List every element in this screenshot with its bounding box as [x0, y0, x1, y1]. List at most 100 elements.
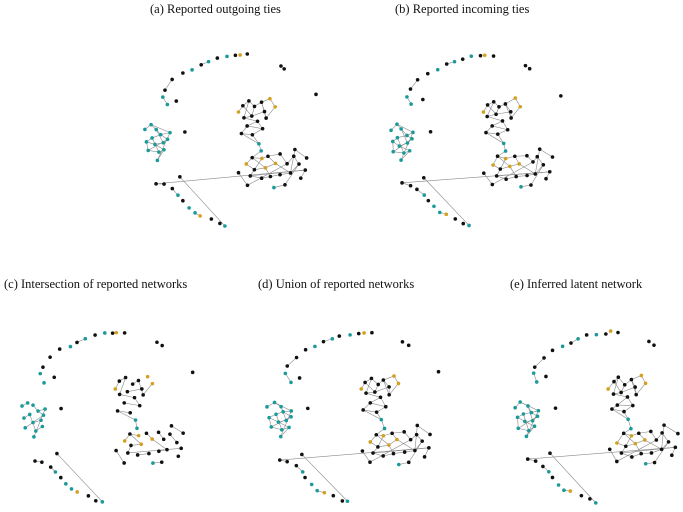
- panel-e-node: [662, 423, 666, 427]
- panel-e-node: [619, 391, 623, 395]
- panel-c-edge: [116, 451, 124, 463]
- panel-a-node: [225, 55, 229, 59]
- panel-b-node: [391, 150, 395, 154]
- panel-e-node: [640, 374, 644, 378]
- panel-d-node: [437, 370, 441, 374]
- panel-d-node: [278, 458, 282, 462]
- panel-e-node: [623, 383, 627, 387]
- panel-e-node: [576, 337, 580, 341]
- panel-a-node: [259, 149, 263, 153]
- panel-c-node: [116, 409, 120, 413]
- panel-b-node: [445, 62, 449, 66]
- panel-e-node: [630, 434, 634, 438]
- panel-e-node: [652, 343, 656, 347]
- panel-e-node: [561, 345, 565, 349]
- panel-b-node: [499, 167, 503, 171]
- panel-c-node: [75, 490, 79, 494]
- panel-b-node: [538, 147, 542, 151]
- panel-b-edge: [424, 178, 469, 226]
- panel-c-node: [140, 387, 144, 391]
- panel-a-node: [181, 71, 185, 75]
- panel-a-node: [156, 159, 160, 163]
- panel-b-node: [453, 60, 457, 64]
- panel-d-node: [280, 428, 284, 432]
- panel-b-node: [517, 162, 521, 166]
- panel-b-node: [422, 193, 426, 197]
- panel-a-node: [305, 156, 309, 160]
- panel-e-node: [513, 406, 517, 410]
- panel-d-node: [348, 333, 352, 337]
- panel-b-edge: [531, 165, 543, 185]
- panel-c-node: [32, 435, 36, 439]
- panel-c-node: [145, 431, 149, 435]
- panel-c-node: [122, 401, 126, 405]
- panel-d-node: [284, 372, 288, 376]
- panel-d-node: [395, 438, 399, 442]
- panel-c-node: [118, 379, 122, 383]
- panel-d-node: [303, 476, 307, 480]
- panel-e-node: [620, 451, 624, 455]
- panel-b-node: [479, 54, 483, 58]
- panel-c-node: [139, 442, 143, 446]
- panel-d-node: [387, 443, 391, 447]
- panel-b-node: [525, 174, 529, 178]
- panel-d-node: [277, 420, 281, 424]
- panel-c-node: [26, 401, 30, 405]
- panel-d-node: [428, 433, 432, 437]
- panel-a-edge: [244, 118, 258, 122]
- panel-d-node: [281, 410, 285, 414]
- panel-e-edge: [610, 449, 617, 461]
- panel-e-edge: [664, 425, 678, 433]
- panel-d-node: [362, 331, 366, 335]
- panel-c-node: [175, 441, 179, 445]
- panel-a-node: [261, 127, 265, 131]
- panel-c-node: [93, 333, 97, 337]
- panel-d-node: [300, 453, 304, 457]
- panel-b-node: [529, 183, 533, 187]
- panel-a-edge: [268, 154, 280, 156]
- panel-a-node: [278, 152, 282, 156]
- panel-e-edge: [639, 431, 651, 433]
- panel-a-node: [145, 140, 149, 144]
- panel-e-node: [622, 432, 626, 436]
- panel-c-node: [39, 418, 43, 422]
- panel-e-node: [595, 333, 599, 337]
- panel-d-node: [331, 494, 335, 498]
- panel-c-node: [114, 449, 118, 453]
- panel-a-node: [257, 142, 261, 146]
- panel-c-node: [20, 404, 24, 408]
- panel-a-node: [150, 136, 154, 140]
- panel-a-node: [279, 64, 283, 68]
- panel-c-node: [124, 376, 128, 380]
- panel-c-node: [49, 465, 53, 469]
- panel-a-node: [253, 168, 257, 172]
- panel-d-node: [301, 470, 305, 474]
- panel-e-node: [531, 419, 535, 423]
- panel-a-node: [237, 171, 241, 175]
- panel-c-edge: [128, 448, 181, 453]
- panel-a-node: [223, 224, 227, 228]
- panel-e-edge: [613, 394, 627, 397]
- panel-a-node: [168, 131, 172, 135]
- panel-c-node: [162, 437, 166, 441]
- panel-e-node: [547, 470, 551, 474]
- panel-e-node: [649, 430, 653, 434]
- panel-b-edge: [540, 149, 553, 157]
- panel-d-node: [357, 332, 361, 336]
- panel-d-edge: [415, 425, 417, 450]
- panel-d-node: [313, 345, 317, 349]
- panel-c-edge: [127, 389, 141, 392]
- panel-d-node: [403, 450, 407, 454]
- panel-e-node: [542, 356, 546, 360]
- panel-c-node: [55, 452, 59, 456]
- panel-e-node: [676, 432, 680, 436]
- panel-b-node: [409, 87, 413, 91]
- panel-d-node: [368, 460, 372, 464]
- panel-b-node: [514, 175, 518, 179]
- panel-b-node: [504, 157, 508, 161]
- panel-c-node: [42, 381, 46, 385]
- panel-d-node: [322, 340, 326, 344]
- panel-b-node: [408, 149, 412, 153]
- panel-c-node: [75, 341, 79, 345]
- panel-e-node: [525, 435, 529, 439]
